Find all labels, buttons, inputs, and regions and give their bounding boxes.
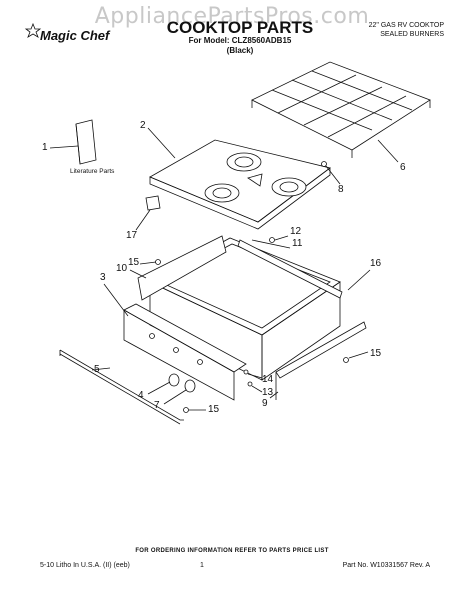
- screw-14: [243, 369, 263, 379]
- callout-2: 2: [140, 120, 146, 131]
- part-number: Part No. W10331567 Rev. A: [342, 562, 430, 569]
- screw-13: [247, 381, 263, 393]
- callout-7: 7: [154, 400, 160, 411]
- page-title: COOKTOP PARTS: [166, 18, 314, 37]
- gas-tube: [59, 349, 184, 425]
- callout-14: 14: [262, 374, 274, 385]
- cooktop-surface: [147, 127, 331, 230]
- callout-12: 12: [290, 226, 302, 237]
- control-knob-7: [163, 379, 196, 405]
- screw-8: [321, 161, 341, 185]
- description-line-2: SEALED BURNERS: [380, 31, 444, 38]
- color-line: (Black): [226, 46, 254, 55]
- callout-4: 4: [138, 390, 144, 401]
- callout-15-top: 15: [128, 257, 140, 268]
- callout-1: 1: [42, 142, 48, 153]
- callout-15-bottom: 15: [208, 404, 220, 415]
- callout-3: 3: [100, 272, 106, 283]
- litho-info: 5-10 Litho In U.S.A. (II) (eeb): [40, 562, 130, 569]
- brand-star-icon: [24, 22, 42, 38]
- brand-logo: Magic Chef: [40, 28, 110, 43]
- literature-booklet: [49, 119, 97, 165]
- callout-15-right: 15: [370, 348, 382, 359]
- literature-parts-label: Literature Parts: [70, 168, 115, 175]
- callout-9: 9: [262, 398, 268, 409]
- callout-6: 6: [400, 162, 406, 173]
- description-line-1: 22" GAS RV COOKTOP: [368, 22, 444, 29]
- screw-15-bottom: [183, 407, 206, 413]
- callout-16: 16: [370, 258, 382, 269]
- callout-17: 17: [126, 230, 138, 241]
- screw-15-top: [139, 259, 161, 265]
- screw-15-right: [343, 351, 369, 363]
- callout-8: 8: [338, 184, 344, 195]
- front-manifold-panel: [103, 283, 247, 401]
- side-trim-9: [269, 321, 367, 400]
- burner-grate: [251, 61, 431, 163]
- watermark: AppliancePartsPros.com: [94, 4, 370, 29]
- callout-11: 11: [292, 238, 303, 249]
- model-line: For Model: CLZ8560ADB15: [188, 36, 292, 45]
- side-panel-10: [129, 235, 227, 301]
- callout-5: 5: [94, 364, 100, 375]
- bracket-17: [135, 195, 161, 231]
- callout-10: 10: [116, 263, 128, 274]
- ordering-note: FOR ORDERING INFORMATION REFER TO PARTS …: [135, 548, 329, 554]
- rear-rail: [237, 235, 371, 299]
- control-knob-4: [147, 373, 180, 395]
- callout-13: 13: [262, 387, 274, 398]
- page-number: 1: [200, 562, 204, 569]
